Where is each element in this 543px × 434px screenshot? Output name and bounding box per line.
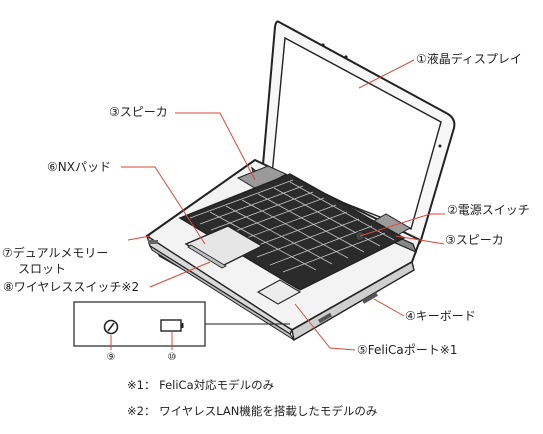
power-icon xyxy=(103,319,119,335)
footnote-1: ※1： FeliCa対応モデルのみ xyxy=(127,378,275,392)
label-speaker-right: ③スピーカ xyxy=(445,233,504,247)
label-power-switch: ②電源スイッチ xyxy=(447,203,530,217)
wireless-switch-inset xyxy=(73,301,290,350)
label-nx-pad: ⑥NXパッド xyxy=(47,160,111,174)
label-lcd-display: ①液晶ディスプレイ xyxy=(416,52,522,66)
laptop-base xyxy=(145,159,421,342)
inset-number-9: ⑨ xyxy=(106,352,116,363)
footnote-2: ※2： ワイヤレスLAN機能を搭載したモデルのみ xyxy=(127,404,378,418)
label-dual-memory-slot: ⑦デュアルメモリー xyxy=(2,246,109,260)
label-felica-port: ⑤FeliCaポート※1 xyxy=(357,343,458,357)
inset-number-10: ⑩ xyxy=(167,352,177,363)
label-dual-memory-slot-2: スロット xyxy=(18,262,67,276)
leader-lines xyxy=(121,59,445,351)
label-wireless-switch: ⑧ワイヤレススイッチ※2 xyxy=(3,280,140,294)
label-speaker-left: ③スピーカ xyxy=(109,105,168,119)
label-keyboard: ④キーボード xyxy=(405,309,476,323)
